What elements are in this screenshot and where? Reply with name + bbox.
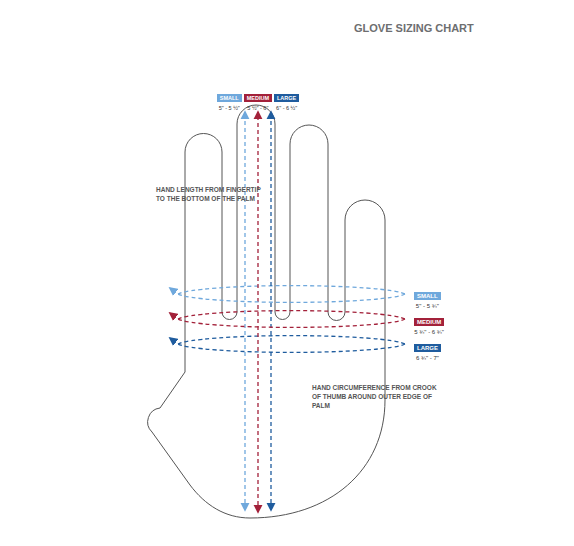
circumference-size-medium: MEDIUM 5 ¾" - 6 ¾" xyxy=(414,310,444,335)
circumference-large-back xyxy=(178,336,405,344)
size-name: SMALL xyxy=(217,94,242,102)
chart-title: GLOVE SIZING CHART xyxy=(354,22,474,34)
length-size-small: SMALL 5" - 5 ½" xyxy=(217,86,242,111)
circumference-size-small: SMALL 5" - 5 ¾" xyxy=(414,284,441,309)
length-arrow-small xyxy=(244,112,245,510)
size-range: 5" - 5 ½" xyxy=(217,105,242,111)
size-range: 6" - 6 ½" xyxy=(274,105,299,111)
length-size-medium: MEDIUM 5 ½" - 6" xyxy=(244,86,272,111)
circumference-medium-back xyxy=(178,311,405,319)
size-range: 5 ½" - 6" xyxy=(244,105,272,111)
size-name: MEDIUM xyxy=(244,94,272,102)
size-range: 6 ¾" - 7" xyxy=(414,355,441,361)
size-name: LARGE xyxy=(274,94,299,102)
length-arrow-large xyxy=(270,112,271,510)
size-range: 5" - 5 ¾" xyxy=(414,303,441,309)
hand-outline xyxy=(148,105,385,518)
note-label: HAND CIRCUMFERENCE FROM CROOK OF THUMB A… xyxy=(312,384,442,410)
circumference-large-front xyxy=(170,338,405,352)
circumference-medium-front xyxy=(170,313,405,327)
size-name: SMALL xyxy=(414,292,441,300)
length-size-large: LARGE 6" - 6 ½" xyxy=(274,86,299,111)
circumference-size-large: LARGE 6 ¾" - 7" xyxy=(414,336,441,361)
size-name: MEDIUM xyxy=(414,318,444,326)
length-arrow-medium xyxy=(257,112,258,512)
circumference-small-back xyxy=(178,286,405,294)
size-name: LARGE xyxy=(414,344,441,352)
note-label: HAND LENGTH FROM FINGERTIP TO THE BOTTOM… xyxy=(156,186,266,204)
size-range: 5 ¾" - 6 ¾" xyxy=(414,329,444,335)
circumference-small-front xyxy=(170,288,405,302)
